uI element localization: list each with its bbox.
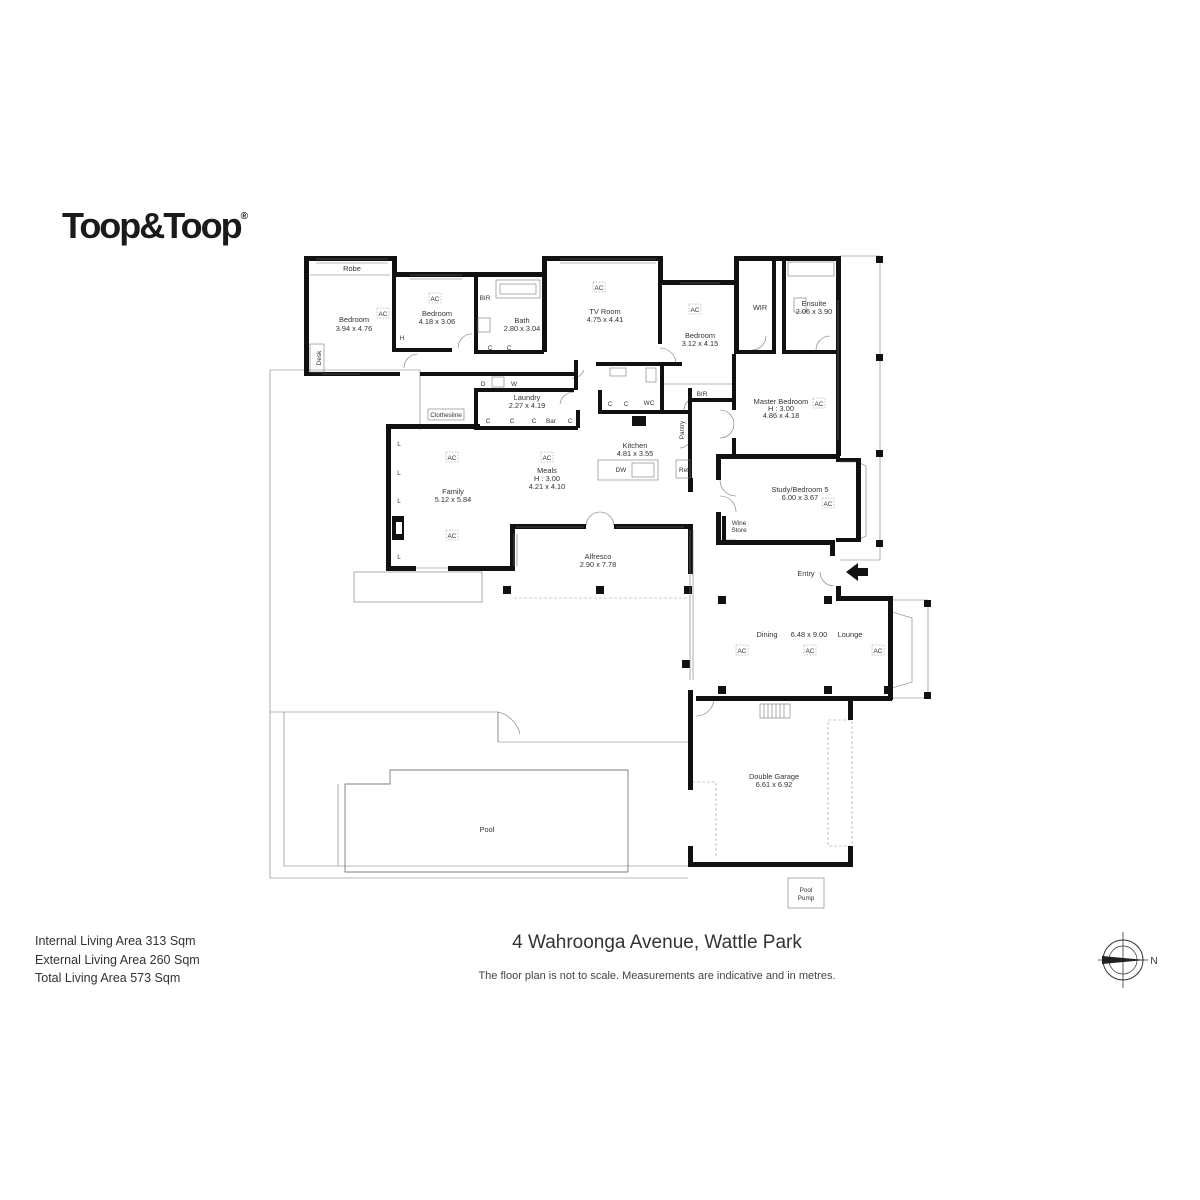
internal-area: Internal Living Area 313 Sqm <box>35 934 196 948</box>
bedroom-sw-name: Bedroom <box>339 315 369 324</box>
kitchen-size: 4.81 x 3.55 <box>617 449 654 458</box>
closet-label: C <box>486 418 491 425</box>
ac-label: AC <box>691 307 700 314</box>
bir-2-label: BIR <box>697 391 708 398</box>
meals-height: H : 3.00 <box>534 474 560 483</box>
garage-steps <box>759 703 791 719</box>
bedroom-3-name: Bedroom <box>685 331 715 340</box>
lounge-label: Lounge <box>838 630 863 639</box>
windows <box>316 258 856 680</box>
closet-label: C <box>510 418 515 425</box>
robe-label: Robe <box>343 264 361 273</box>
kitchen-name: Kitchen <box>623 441 648 450</box>
bath-size: 2.80 x 3.04 <box>504 324 541 333</box>
bath-name: Bath <box>514 316 529 325</box>
property-address: 4 Wahroonga Avenue, Wattle Park <box>512 932 802 953</box>
bir-1-label: BIR <box>480 295 491 302</box>
master-bedroom-size: 4.86 x 4.18 <box>763 411 800 420</box>
walls <box>304 256 931 867</box>
wine-store-line1: Wine <box>732 520 747 527</box>
wir-label: WIR <box>753 303 767 312</box>
desk-label: Desk <box>316 350 323 365</box>
bedroom-2-name: Bedroom <box>422 309 452 318</box>
ac-label: AC <box>595 285 604 292</box>
closet-label: C <box>507 345 512 352</box>
dryer-label: D <box>481 381 486 388</box>
meals-name: Meals <box>537 466 557 475</box>
ac-label: AC <box>815 401 824 408</box>
family-size: 5.12 x 5.84 <box>435 495 472 504</box>
l-label: L <box>397 498 401 505</box>
living-areas: Internal Living Area 313 Sqm External Li… <box>35 932 200 988</box>
pool-label: Pool <box>480 825 495 834</box>
bedroom-3-size: 3.12 x 4.15 <box>682 339 719 348</box>
family-name: Family <box>442 487 464 496</box>
entry-label: Entry <box>797 569 815 578</box>
double-garage-name: Double Garage <box>749 772 799 781</box>
master-bedroom-name: Master Bedroom <box>754 397 809 406</box>
laundry-name: Laundry <box>514 393 541 402</box>
h-label: H <box>400 335 405 342</box>
ac-label: AC <box>738 648 747 655</box>
ac-label: AC <box>448 455 457 462</box>
room-labels: Robe Bedroom 3.94 x 4.76 AC Desk H Bedro… <box>316 264 883 902</box>
ensuite-name: Ensuite <box>802 299 827 308</box>
meals-size: 4.21 x 4.10 <box>529 482 566 491</box>
l-label: L <box>397 470 401 477</box>
ensuite-size: 2.06 x 3.90 <box>796 307 833 316</box>
washer-label: W <box>511 381 518 388</box>
ac-label: AC <box>824 501 833 508</box>
tv-room-name: TV Room <box>589 307 620 316</box>
dw-label: DW <box>616 467 628 474</box>
wc-label: WC <box>644 400 655 407</box>
closet-label: C <box>532 418 537 425</box>
ac-label: AC <box>874 648 883 655</box>
closet-label: C <box>488 345 493 352</box>
dining-label: Dining <box>757 630 778 639</box>
bedroom-2-size: 4.18 x 3.06 <box>419 317 456 326</box>
alfresco-size: 2.90 x 7.78 <box>580 560 617 569</box>
alfresco-name: Alfresco <box>585 552 612 561</box>
brand-logo: Toop&Toop® <box>62 205 248 247</box>
wine-store-line2: Store <box>731 527 747 534</box>
external-area: External Living Area 260 Sqm <box>35 952 200 967</box>
clothesline-label: Clothesline <box>430 412 462 419</box>
dining-lounge-size: 6.48 x 9.00 <box>791 630 828 639</box>
pantry-label: Pantry <box>679 420 686 439</box>
north-arrow-icon <box>1102 956 1146 964</box>
pool-pump-line1: Pool <box>800 887 813 894</box>
closet-label: C <box>568 418 573 425</box>
total-area: Total Living Area 573 Sqm <box>35 971 181 985</box>
ac-markers <box>376 281 885 656</box>
ac-label: AC <box>448 533 457 540</box>
pool-pump-line2: Pump <box>798 895 815 902</box>
logo-text: Toop&Toop <box>62 205 243 246</box>
ac-label: AC <box>543 455 552 462</box>
laundry-size: 2.27 x 4.19 <box>509 401 546 410</box>
compass-north-label: N <box>1150 956 1157 967</box>
bedroom-sw-size: 3.94 x 4.76 <box>336 324 373 333</box>
fixtures <box>309 261 868 581</box>
compass: N <box>1098 932 1158 988</box>
l-label: L <box>397 554 401 561</box>
registered-mark: ® <box>240 211 248 222</box>
ref-label: Ref <box>679 467 689 474</box>
ac-label: AC <box>379 311 388 318</box>
disclaimer: The floor plan is not to scale. Measurem… <box>478 970 836 982</box>
master-bedroom-height: H : 3.00 <box>768 404 794 413</box>
study-size: 6.00 x 3.67 <box>782 493 819 502</box>
bar-label: Bar <box>546 418 557 425</box>
closet-label: C <box>624 401 629 408</box>
closet-label: C <box>608 401 613 408</box>
ac-label: AC <box>431 296 440 303</box>
double-garage-size: 6.61 x 6.92 <box>756 780 793 789</box>
study-name: Study/Bedroom 5 <box>771 485 828 494</box>
tv-room-size: 4.75 x 4.41 <box>587 315 624 324</box>
entry-arrow-icon <box>846 563 868 581</box>
ac-label: AC <box>806 648 815 655</box>
l-label: L <box>397 441 401 448</box>
